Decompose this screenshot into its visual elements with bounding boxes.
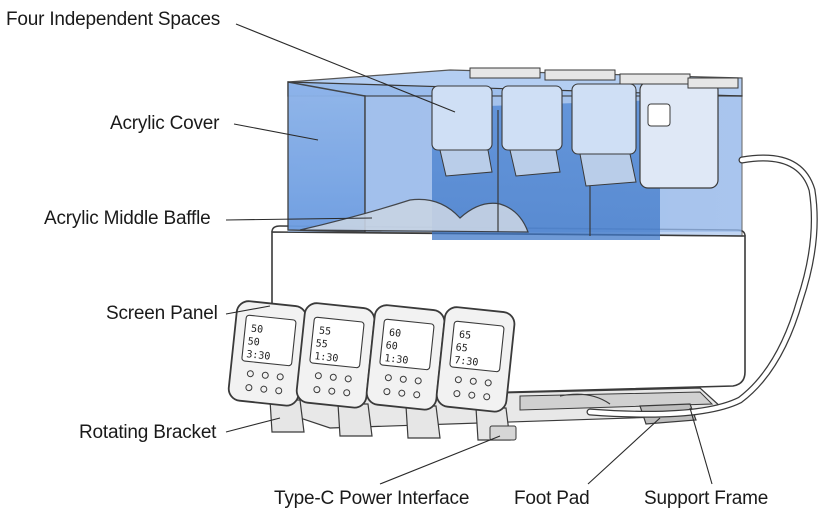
rotating-bracket-3 (405, 405, 441, 439)
hanger-2 (501, 85, 563, 177)
leader-type-c (379, 435, 501, 485)
panel-2-time: 1:30 (314, 351, 339, 364)
screen-panel-4: 65 65 7:30 (435, 306, 516, 413)
panel-2-mid: 55 (315, 338, 328, 350)
label-four-independent-spaces: Four Independent Spaces (6, 9, 221, 30)
type-c-port (489, 425, 517, 441)
leader-acrylic-cover (233, 123, 319, 141)
hanger-1 (431, 85, 493, 177)
panel-4-mid: 65 (455, 342, 468, 354)
leader-screen-panel (225, 305, 271, 315)
label-foot-pad: Foot Pad (514, 488, 590, 509)
hanger-3 (571, 83, 637, 187)
label-acrylic-middle-baffle: Acrylic Middle Baffle (44, 208, 211, 229)
screen-panel-3: 60 60 1:30 (365, 304, 446, 411)
leader-middle-baffle (225, 217, 373, 221)
rotating-bracket-2 (337, 403, 373, 437)
leader-lines (225, 23, 713, 485)
screen-panel-2: 55 55 1:30 (295, 302, 376, 409)
power-cable (586, 154, 818, 418)
panel-4-top: 65 (458, 330, 471, 342)
panel-4-time: 7:30 (454, 355, 479, 368)
panel-1-mid: 50 (247, 336, 260, 348)
leader-support-frame (689, 407, 713, 485)
screen-panels: 50 50 3:30 55 55 1:30 60 60 1:30 (227, 300, 516, 413)
label-acrylic-cover: Acrylic Cover (110, 113, 220, 134)
label-rotating-bracket: Rotating Bracket (79, 422, 217, 443)
label-screen-panel: Screen Panel (106, 303, 218, 324)
leader-four-spaces (235, 23, 456, 113)
panel-3-time: 1:30 (384, 353, 409, 366)
leader-rotating-bracket (225, 417, 281, 433)
screen-panel-1: 50 50 3:30 (227, 300, 308, 407)
label-support-frame: Support Frame (644, 488, 769, 509)
leader-foot-pad (587, 417, 661, 485)
hanger-4 (639, 81, 719, 189)
label-type-c-power-interface: Type-C Power Interface (274, 488, 470, 509)
panel-1-time: 3:30 (246, 349, 271, 362)
panel-3-mid: 60 (385, 340, 398, 352)
panel-3-top: 60 (388, 328, 401, 340)
panel-2-top: 55 (318, 326, 331, 338)
four-independent-spaces (431, 67, 739, 189)
panel-1-top: 50 (250, 324, 263, 336)
